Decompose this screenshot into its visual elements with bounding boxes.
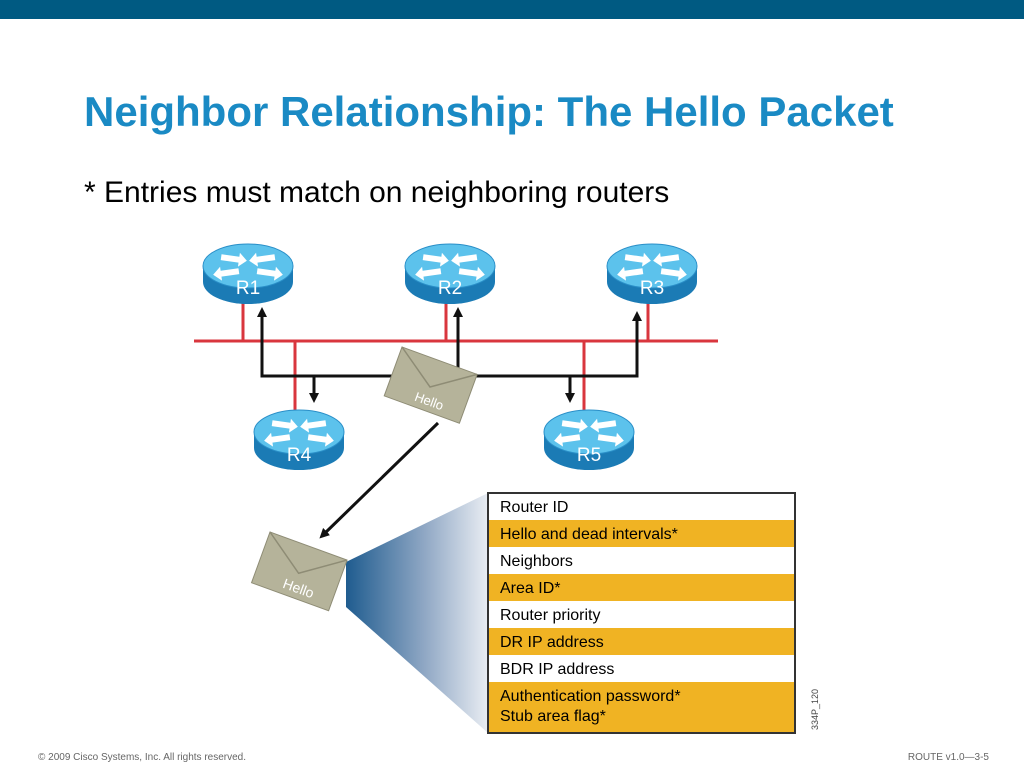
field-auth-password: Authentication password*: [500, 688, 681, 705]
router-r3: R3: [606, 243, 698, 305]
top-bar: [0, 0, 1024, 19]
projection-beam: [346, 493, 488, 733]
hello-envelope-lan: Hello: [383, 346, 478, 424]
field-neighbors: Neighbors: [500, 553, 573, 570]
field-bdr-ip: BDR IP address: [500, 661, 614, 678]
router-label: R2: [438, 278, 462, 299]
footer-course-id: ROUTE v1.0—3-5: [907, 752, 989, 763]
envelope-icon: [383, 346, 478, 424]
field-dr-ip: DR IP address: [500, 634, 604, 651]
field-router-id: Router ID: [500, 499, 568, 516]
field-router-priority: Router priority: [500, 607, 600, 624]
field-stub-area-flag: Stub area flag*: [500, 708, 606, 725]
router-label: R4: [287, 445, 312, 466]
router-label: R3: [640, 278, 664, 299]
field-hello-dead-intervals: Hello and dead intervals*: [500, 526, 678, 543]
router-label: R5: [577, 445, 601, 466]
router-r1: R1: [202, 243, 294, 305]
hello-envelope-detail: Hello: [250, 531, 348, 612]
router-r5: R5: [543, 409, 635, 471]
slide-title: Neighbor Relationship: The Hello Packet: [84, 88, 894, 135]
figure-code: 334P_120: [810, 688, 820, 730]
router-r2: R2: [404, 243, 496, 305]
footer-copyright: © 2009 Cisco Systems, Inc. All rights re…: [38, 752, 247, 763]
bullet-text: * Entries must match on neighboring rout…: [84, 176, 670, 209]
hello-fields-table: Router ID Hello and dead intervals* Neig…: [487, 492, 796, 734]
field-area-id: Area ID*: [500, 580, 560, 597]
router-label: R1: [236, 278, 260, 299]
router-r4: R4: [253, 409, 345, 471]
envelope-icon: [250, 531, 348, 612]
